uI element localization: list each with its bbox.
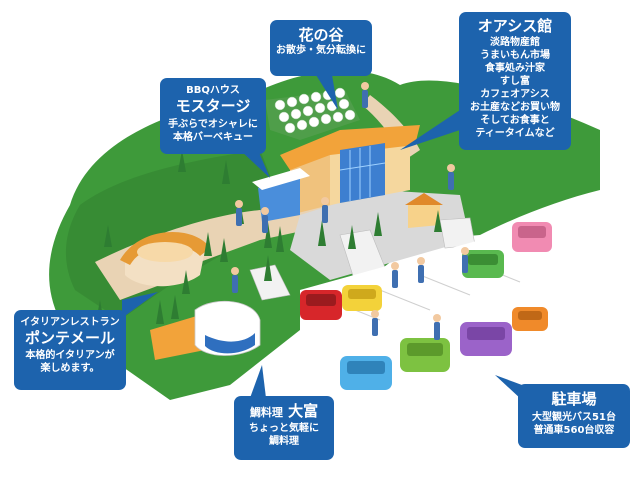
tree-icon (96, 150, 442, 324)
callout-line: ちょっと気軽に (249, 423, 319, 434)
callout-prefix: 鯛料理 (249, 406, 283, 419)
callout-line: そしてお食事と (480, 115, 550, 126)
callout-line: お土産などお買い物 (470, 102, 560, 113)
callout-title: モスタージ (175, 97, 251, 115)
callout-hananotani: 花の谷 お散歩・気分転換に (270, 20, 372, 76)
callout-line: 淡路物産館 (490, 37, 540, 48)
callout-italian: イタリアンレストラン ポンテメール 本格的イタリアンが 楽しめます。 (14, 310, 126, 390)
callout-kappo: 鯛料理 大富 ちょっと気軽に 鯛料理 (234, 396, 334, 460)
callout-line: 普通車560台収容 (533, 425, 615, 436)
callout-title: 駐車場 (551, 390, 597, 408)
kappo-building (150, 300, 261, 360)
callout-line: 本格バーベキュー (173, 132, 253, 143)
callout-pointers (122, 75, 522, 400)
car-icon (300, 222, 552, 390)
callout-title-row: 鯛料理 大富 (240, 402, 328, 422)
callout-parking: 駐車場 大型観光バス51台 普通車560台収容 (518, 384, 630, 448)
callout-line: ティータイムなど (475, 128, 555, 139)
callout-line: 大型観光バス51台 (532, 412, 616, 423)
oasis-building (252, 125, 420, 222)
callout-line: お散歩・気分転換に (276, 45, 366, 56)
callout-line: 食事処み汁家 (485, 63, 545, 74)
callout-title: 花の谷 (298, 26, 344, 44)
callout-subtitle: BBQハウス (186, 85, 240, 96)
callout-subtitle: イタリアンレストラン (20, 317, 120, 328)
callout-line: 鯛料理 (269, 436, 299, 447)
callout-bbq: BBQハウス モスタージ 手ぶらでオシャレに 本格バーベキュー (160, 78, 266, 154)
italian-restaurant-building (120, 232, 210, 287)
callout-line: すし富 (500, 76, 530, 87)
callout-title: ポンテメール (24, 329, 115, 347)
kiosk-building (405, 193, 443, 228)
callout-line: 楽しめます。 (40, 363, 100, 374)
callout-line: 本格的イタリアンが (25, 350, 115, 361)
callout-title: オアシス館 (477, 17, 553, 35)
callout-line: カフェオアシス (480, 89, 550, 100)
callout-line: 手ぶらでオシャレに (168, 119, 258, 130)
callout-title: 大富 (288, 402, 319, 420)
person-icon (231, 82, 469, 340)
callout-oasis: オアシス館 淡路物産館 うまいもん市場 食事処み汁家 すし富 カフェオアシス お… (459, 12, 571, 150)
callout-line: うまいもん市場 (480, 50, 550, 61)
